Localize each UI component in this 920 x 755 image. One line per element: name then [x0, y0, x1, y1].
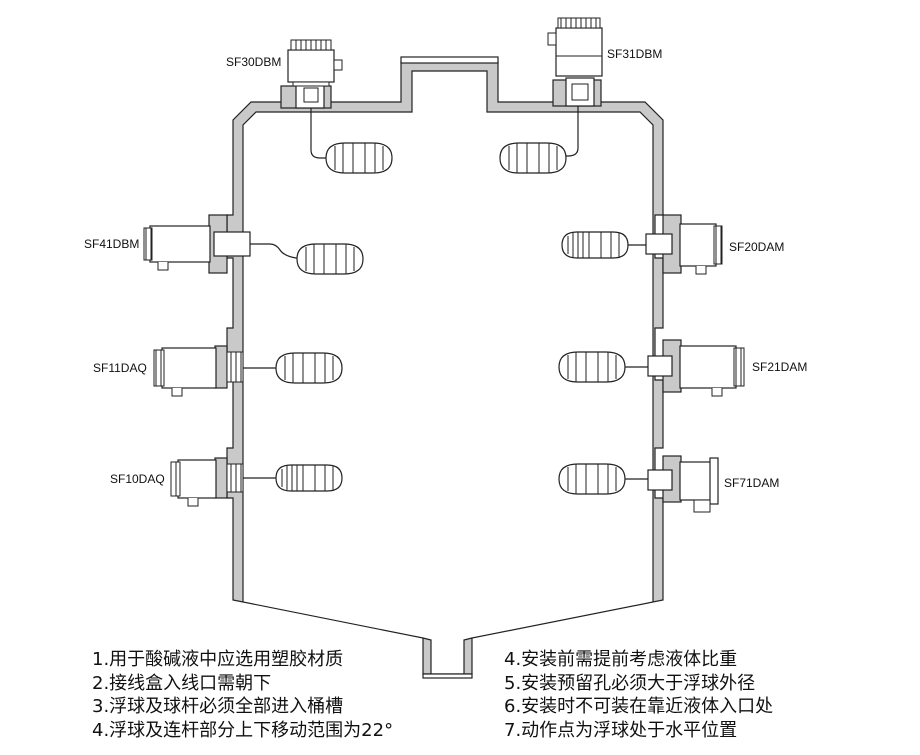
installation-notes-right: 4.安装前需提前考虑液体比重 5.安装预留孔必须大于浮球外径 6.安装时不可装在… — [504, 648, 773, 742]
label-sf21dam: SF21DAM — [752, 360, 807, 374]
top-nozzle-flange — [400, 56, 499, 64]
note-item: 1.用于酸碱液中应选用塑胶材质 — [92, 649, 344, 670]
sensor-sf11daq — [153, 345, 343, 397]
note-item: 2.接线盒入线口需朝下 — [92, 672, 272, 694]
sensor-sf41dbm — [143, 214, 364, 275]
label-sf20dam: SF20DAM — [729, 240, 784, 254]
note-item: 5.安装预留孔必须大于浮球外径 — [504, 672, 756, 694]
label-sf71dam: SF71DAM — [724, 476, 779, 490]
label-sf30dbm: SF30DBM — [226, 55, 281, 69]
label-sf31dbm: SF31DBM — [607, 47, 662, 61]
sensor-sf71dam — [558, 455, 719, 513]
label-sf11daq: SF11DAQ — [93, 361, 147, 375]
note-item: 6.安装时不可装在靠近液体入口处 — [504, 696, 774, 717]
label-sf10daq: SF10DAQ — [110, 472, 165, 486]
label-sf41dbm: SF41DBM — [84, 237, 139, 251]
sensor-sf30dbm — [280, 39, 393, 174]
sensor-sf31dbm — [499, 17, 603, 174]
sensor-sf20dam — [561, 214, 723, 275]
note-item: 4.安装前需提前考虑液体比重 — [504, 649, 738, 670]
note-item: 7.动作点为浮球处于水平位置 — [504, 719, 738, 741]
installation-notes-left: 1.用于酸碱液中应选用塑胶材质 2.接线盒入线口需朝下 3.浮球及球杆必须全部进… — [92, 648, 393, 742]
note-item: 3.浮球及球杆必须全部进入桶槽 — [92, 696, 344, 717]
note-item: 4.浮球及连杆部分上下移动范围为22° — [92, 719, 394, 741]
sensor-sf21dam — [558, 339, 745, 397]
sensor-sf10daq — [170, 457, 343, 507]
